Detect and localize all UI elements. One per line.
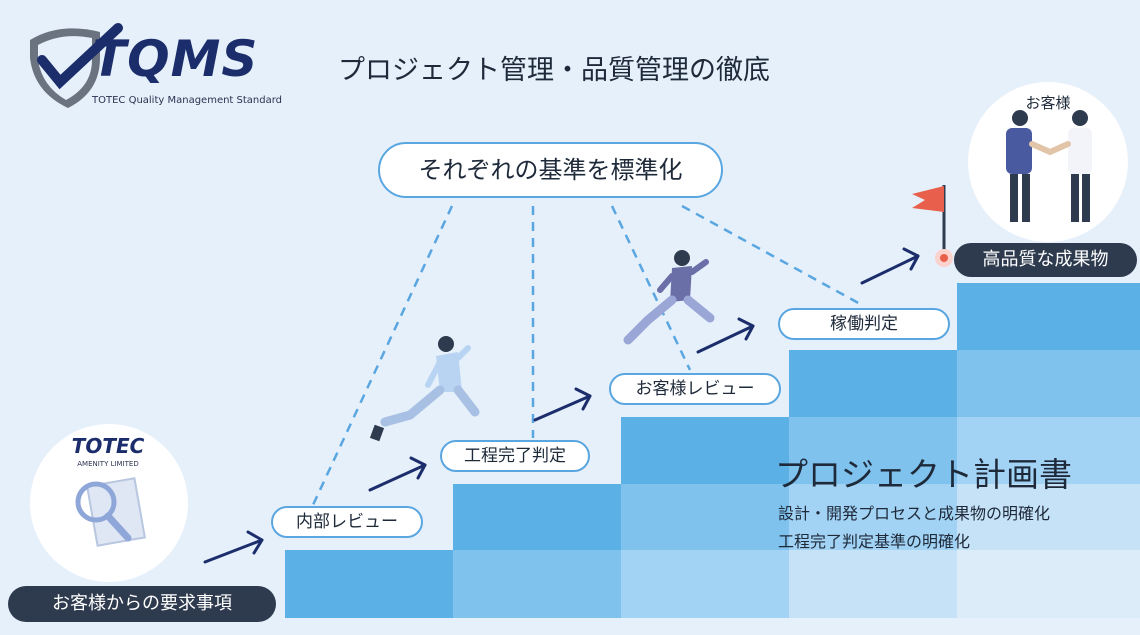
step-label-internal-review: 内部レビュー [271,506,423,538]
step-label-phase-completion: 工程完了判定 [440,440,590,472]
page-title: プロジェクト管理・品質管理の徹底 [338,55,770,86]
dashed-connectors [311,204,863,506]
plan-title: プロジェクト計画書 [775,455,1072,494]
tqms-logo-text: TQMS [92,30,259,88]
goal-flag [912,185,953,267]
progress-arrows [203,247,920,564]
plan-line-2: 工程完了判定基準の明確化 [778,532,971,551]
step-block-1 [285,550,453,618]
magnifier-document-icon [75,477,147,547]
standardize-label: それぞれの基準を標準化 [378,142,723,198]
runner-figure-1 [369,336,480,442]
handshake-icon [1006,110,1092,222]
step-label-customer-review: お客様レビュー [609,373,781,405]
start-label: お客様からの要求事項 [8,586,276,622]
client-logo-text: TOTEC [71,434,145,458]
customer-circle: お客様 [968,82,1128,242]
customer-label: お客様 [1025,94,1071,112]
plan-line-1: 設計・開発プロセスと成果物の明確化 [778,504,1051,523]
tqms-logo-subtitle: TOTEC Quality Management Standard [92,95,283,106]
client-circle: TOTEC AMENITY LIMITED [30,424,188,582]
client-logo-sub: AMENITY LIMITED [77,460,139,468]
goal-label: 高品質な成果物 [954,243,1137,277]
tqms-shield-icon [30,23,123,108]
runner-figure-2 [623,250,715,345]
step-label-go-live-decision: 稼働判定 [778,308,950,340]
